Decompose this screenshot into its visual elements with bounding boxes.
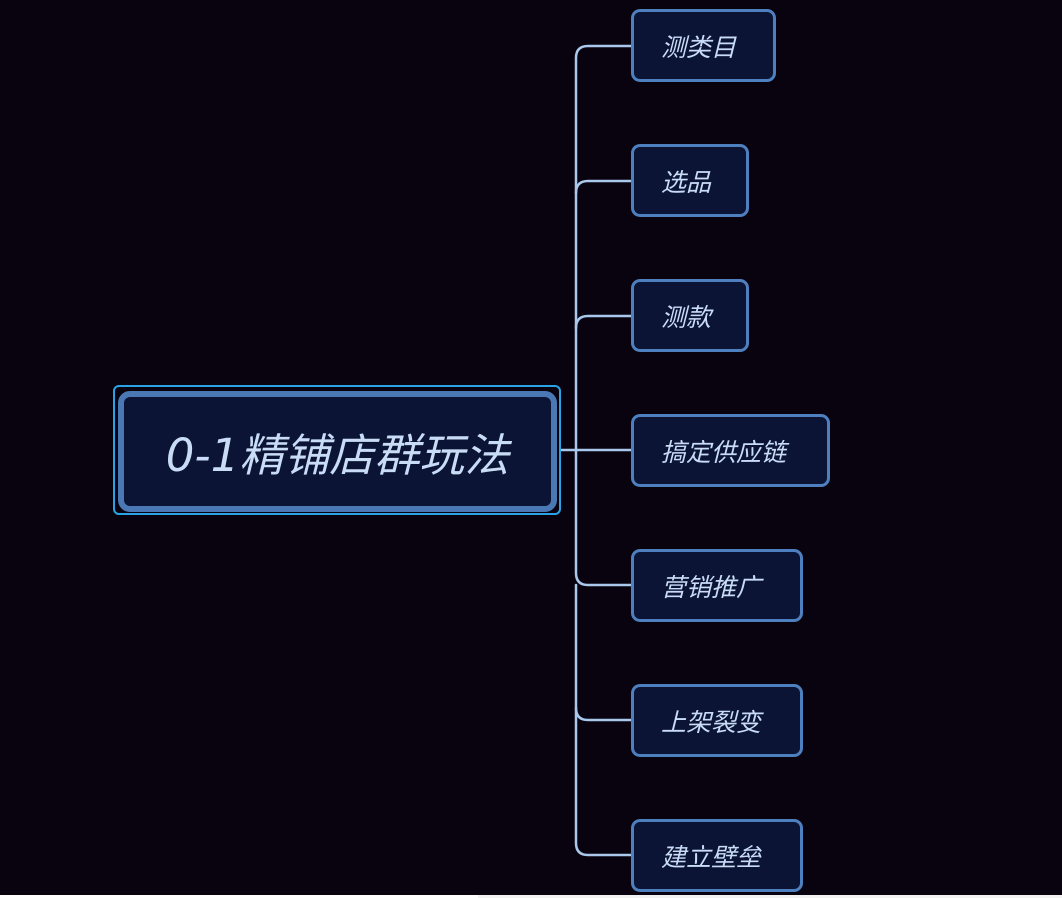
root-topic-label: 0-1精铺店群玩法: [165, 429, 510, 482]
topic-node-3[interactable]: 测款: [631, 279, 749, 352]
topic-label: 上架裂变: [661, 707, 762, 737]
topic-label: 测类目: [661, 32, 737, 62]
root-topic-node[interactable]: 0-1精铺店群玩法: [118, 391, 557, 512]
topic-node-2[interactable]: 选品: [631, 144, 749, 217]
topic-label: 建立壁垒: [661, 842, 762, 872]
topic-label: 测款: [661, 302, 712, 332]
topic-node-4[interactable]: 搞定供应链: [631, 414, 830, 487]
topic-label: 搞定供应链: [661, 437, 787, 467]
topic-node-5[interactable]: 营销推广: [631, 549, 803, 622]
root-selection-outline: [113, 385, 561, 515]
bottom-edge-strip-left: [0, 895, 478, 898]
topic-node-6[interactable]: 上架裂变: [631, 684, 803, 757]
topic-label: 营销推广: [661, 572, 762, 602]
bottom-edge-strip: [0, 895, 1062, 898]
topic-node-1[interactable]: 测类目: [631, 9, 776, 82]
topic-node-7[interactable]: 建立壁垒: [631, 819, 803, 892]
topic-label: 选品: [661, 167, 712, 197]
